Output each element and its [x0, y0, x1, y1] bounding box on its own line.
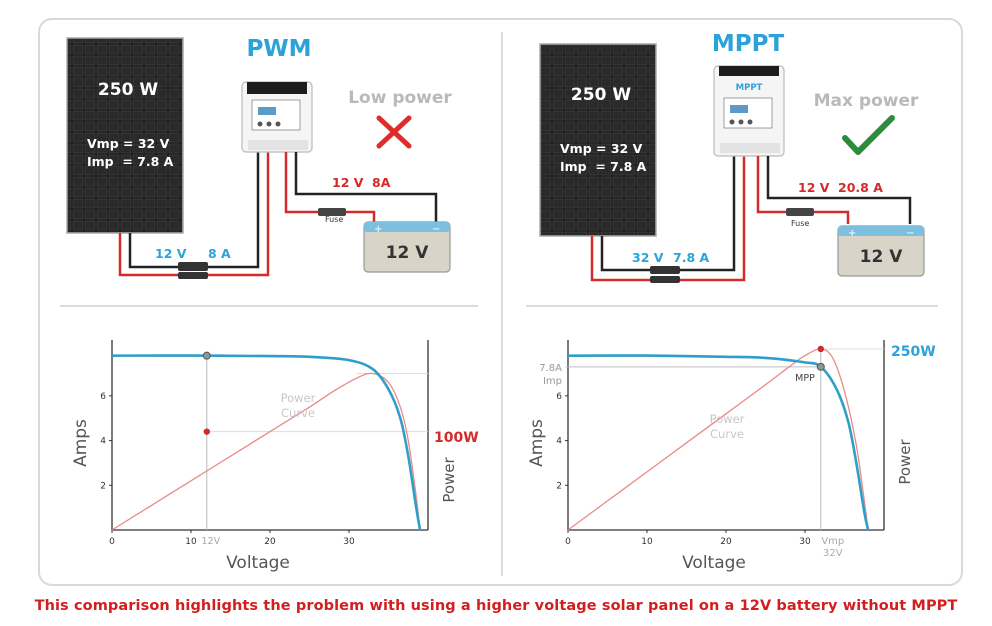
pwm-fuse-label: Fuse	[325, 215, 343, 224]
pwm-iv-curve	[111, 354, 422, 531]
pwm-input-current: 8 A	[208, 246, 231, 261]
mppt-fuse-label: Fuse	[791, 219, 809, 228]
pwm-x-tick-label: 10	[185, 537, 197, 547]
pwm-operating-voltage-label: 12V	[202, 536, 221, 547]
pwm-x-tick-label: 30	[343, 537, 355, 547]
pwm-power-curve-label: Curve	[281, 406, 315, 420]
mppt-x-label: Voltage	[682, 553, 746, 573]
mppt-vmp-label: Vmp	[821, 536, 844, 547]
mppt-battery-voltage: 12 V	[860, 247, 904, 267]
svg-text:−: −	[906, 228, 914, 239]
pwm-power-curve	[111, 372, 421, 531]
pwm-power-point	[203, 428, 210, 435]
pwm-power-curve-label: Power	[281, 391, 316, 405]
mppt-y-tick-label: 4	[556, 437, 562, 447]
mppt-vmp-value: 32V	[823, 548, 843, 559]
pwm-heading: PWM	[246, 36, 311, 62]
mppt-iv-curve	[567, 354, 870, 531]
pwm-status-text: Low power	[348, 88, 452, 108]
svg-text:+: +	[374, 224, 382, 235]
mppt-power-curve-label: Power	[710, 412, 745, 426]
mppt-imp-value: 7.8A	[539, 363, 562, 374]
mppt-x-tick-label: 0	[565, 537, 571, 547]
mppt-status-text: Max power	[814, 91, 919, 111]
mppt-panel-watt: 250 W	[571, 85, 631, 105]
mppt-input-current: 7.8 A	[673, 250, 709, 265]
pwm-wire-black-out	[294, 152, 438, 224]
mppt-power-point	[817, 345, 824, 353]
mppt-input-voltage: 32 V	[632, 250, 664, 265]
pwm-power-value: 100W	[434, 430, 479, 446]
pwm-solar-panel: 250 W Vmp = 32 V Imp = 7.8 A	[66, 37, 184, 234]
mppt-battery: + − 12 V	[837, 225, 925, 277]
mppt-x-tick-label: 10	[641, 537, 653, 547]
mppt-controller-label: MPPT	[736, 83, 763, 93]
cross-icon	[376, 115, 412, 149]
pwm-diagram: PWM 250 W Vmp = 32 V Imp = 7.8 A 12 V 8 …	[66, 36, 452, 279]
mppt-power-curve-label: Curve	[710, 427, 744, 441]
mppt-output-voltage: 12 V	[798, 180, 830, 195]
pwm-x-tick-label: 20	[264, 537, 276, 547]
pwm-y2-label: Power	[440, 456, 458, 502]
mppt-x-tick-label: 30	[799, 537, 811, 547]
svg-text:+: +	[848, 228, 856, 239]
mppt-imp-label: Imp	[543, 376, 562, 387]
pwm-connector	[178, 262, 208, 271]
comparison-caption: This comparison highlights the problem w…	[34, 598, 958, 614]
mppt-solar-panel: 250 W Vmp = 32 V Imp = 7.8 A	[539, 43, 657, 237]
mppt-fuse	[786, 208, 814, 216]
pwm-panel-watt: 250 W	[98, 80, 158, 100]
pwm-battery: + − 12 V	[363, 221, 451, 273]
pwm-x-label: Voltage	[226, 553, 290, 573]
pwm-y-tick-label: 6	[100, 392, 106, 402]
mppt-x-tick-label: 20	[720, 537, 732, 547]
mppt-wire-black-out	[766, 156, 912, 224]
mppt-panel-vmp: Vmp = 32 V	[560, 141, 643, 156]
mppt-mpp-label: MPP	[795, 373, 815, 384]
mppt-y-tick-label: 6	[556, 392, 562, 402]
mppt-y-label: Amps	[527, 419, 547, 467]
pwm-y-tick-label: 2	[100, 481, 106, 491]
pwm-y-tick-label: 4	[100, 437, 106, 447]
mppt-y-tick-label: 2	[556, 481, 562, 491]
pwm-input-voltage: 12 V	[155, 246, 187, 261]
pwm-battery-voltage: 12 V	[386, 243, 430, 263]
pwm-y-label: Amps	[71, 419, 91, 467]
svg-text:−: −	[432, 224, 440, 235]
pwm-output-current: 8A	[372, 175, 391, 190]
pwm-operating-point	[202, 351, 211, 360]
mppt-power-value: 250W	[891, 344, 936, 360]
mppt-output-current: 20.8 A	[838, 180, 883, 195]
mppt-y2-label: Power	[896, 438, 914, 484]
mppt-charge-controller: MPPT	[713, 65, 785, 157]
pwm-panel-vmp: Vmp = 32 V	[87, 136, 170, 151]
mppt-operating-point	[816, 362, 825, 371]
mppt-heading: MPPT	[712, 31, 785, 57]
pwm-output-voltage: 12 V	[332, 175, 364, 190]
pwm-fuse	[318, 208, 346, 216]
pwm-charge-controller	[241, 81, 313, 153]
check-icon	[842, 115, 895, 155]
mppt-connector	[650, 266, 680, 274]
pwm-panel-imp: Imp = 7.8 A	[87, 154, 174, 169]
comparison-frame	[38, 18, 963, 586]
mppt-panel-imp: Imp = 7.8 A	[560, 159, 647, 174]
mppt-diagram: MPPT 250 W Vmp = 32 V Imp = 7.8 A 32 V 7…	[539, 31, 925, 283]
pwm-x-tick-label: 0	[109, 537, 115, 547]
